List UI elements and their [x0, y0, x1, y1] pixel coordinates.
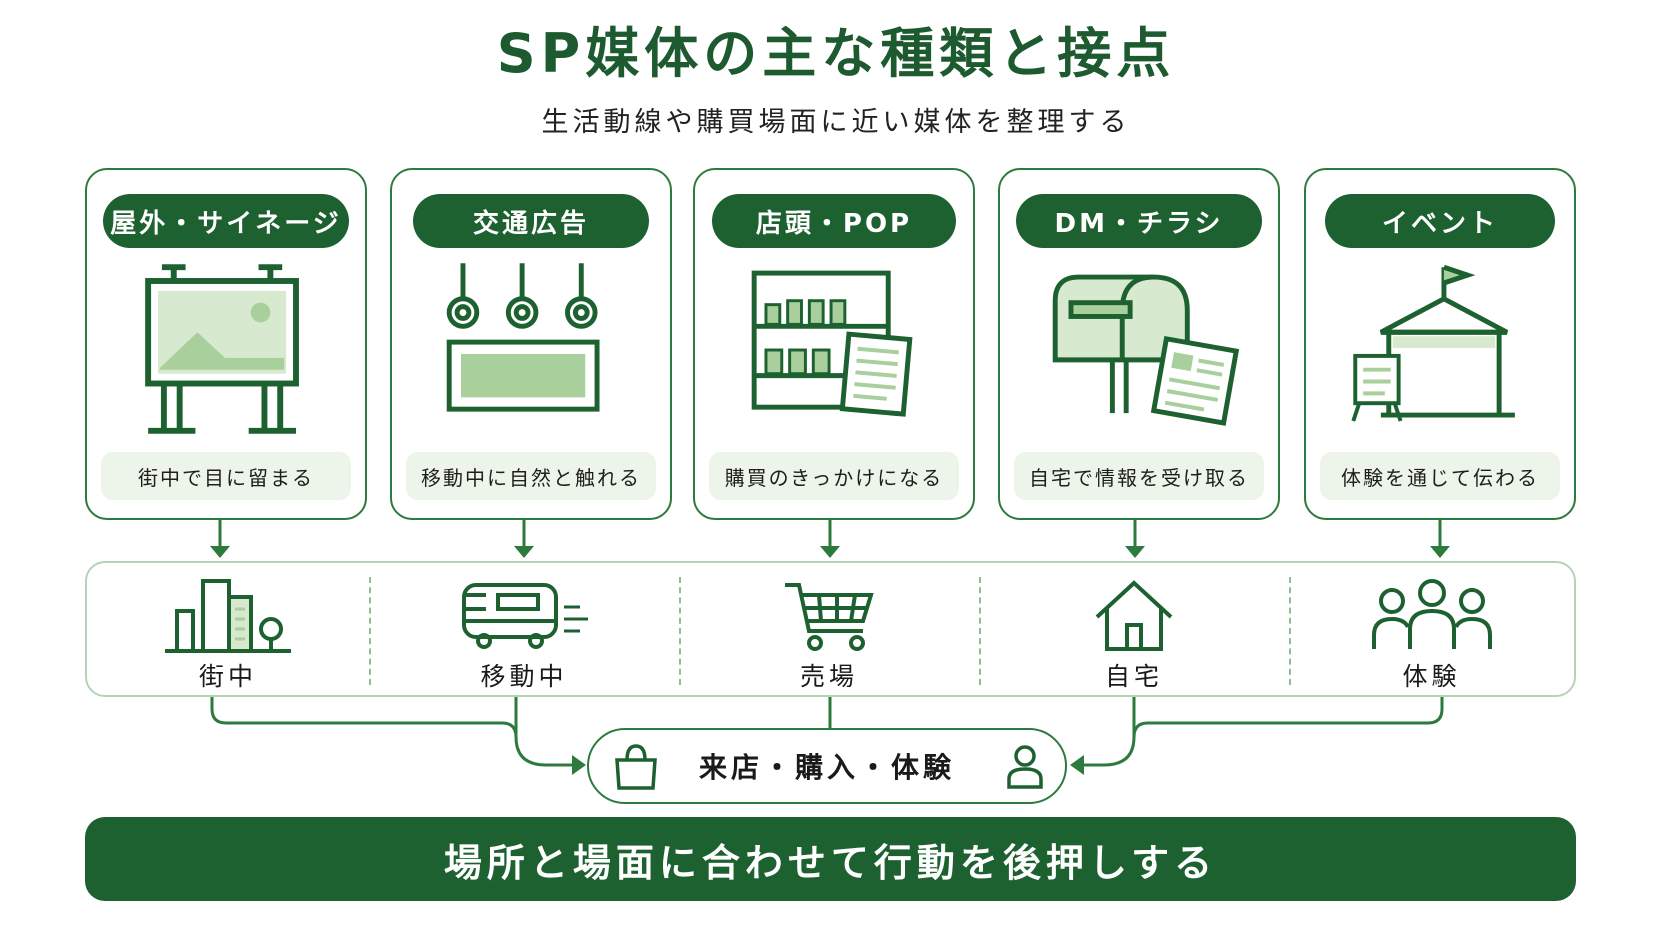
goal-label: 来店・購入・体験: [698, 751, 955, 784]
mailbox-flyer-icon: [1052, 274, 1240, 426]
touchpoint-label-home: 自宅: [1104, 662, 1163, 691]
card-storefront-pop: 店頭・POP 購買のきっかけになる: [693, 168, 975, 520]
person-icon: [1007, 745, 1043, 789]
event-tent-icon: [1351, 264, 1515, 422]
goal-pill: 来店・購入・体験: [587, 728, 1067, 804]
card-dm-flyer: DM・チラシ 自宅で情報を受け取る: [998, 168, 1280, 520]
shopping-bag-icon: [615, 744, 657, 790]
people-group-icon: [1371, 579, 1492, 649]
train-hanging-ad-icon: [446, 263, 600, 412]
card-label-transit-ads: 交通広告: [413, 194, 649, 248]
dashed-divider: [979, 577, 981, 685]
card-desc-storefront-pop: 購買のきっかけになる: [709, 452, 959, 500]
summary-banner: 場所と場面に合わせて行動を後押しする: [85, 817, 1576, 901]
card-desc-transit-ads: 移動中に自然と触れる: [406, 452, 656, 500]
down-arrow-icon: [1430, 520, 1450, 558]
touchpoint-label-city: 街中: [198, 662, 257, 691]
down-arrow-icon: [820, 520, 840, 558]
card-label-storefront-pop: 店頭・POP: [712, 194, 956, 248]
card-label-dm-flyer: DM・チラシ: [1016, 194, 1262, 248]
billboard-icon: [145, 264, 299, 434]
down-arrow-icon: [1125, 520, 1145, 558]
house-icon: [1095, 580, 1173, 651]
shopping-cart-icon: [785, 583, 874, 651]
touchpoint-label-sales-floor: 売場: [799, 662, 858, 691]
touchpoint-label-on-the-move: 移動中: [480, 662, 568, 691]
store-shelf-pop-icon: [751, 270, 913, 417]
card-label-event: イベント: [1325, 194, 1555, 248]
touchpoint-band: 街中 移動中 売場: [85, 561, 1576, 697]
card-event: イベント 体験を通じて伝わる: [1304, 168, 1576, 520]
touchpoint-label-experience: 体験: [1402, 662, 1461, 691]
touchpoint-city: 街中: [87, 563, 369, 695]
touchpoint-on-the-move: 移動中: [369, 563, 679, 695]
down-arrow-icon: [210, 520, 230, 558]
touchpoint-home: 自宅: [979, 563, 1289, 695]
card-outdoor-signage: 屋外・サイネージ 街中で目に留まる: [85, 168, 367, 520]
card-desc-outdoor-signage: 街中で目に留まる: [101, 452, 351, 500]
page-title: SP媒体の主な種類と接点: [496, 22, 1176, 85]
touchpoint-sales-floor: 売場: [679, 563, 979, 695]
card-transit-ads: 交通広告 移動中に自然と触れる: [390, 168, 672, 520]
city-buildings-icon: [165, 579, 291, 653]
page-subtitle: 生活動線や購買場面に近い媒体を整理する: [541, 107, 1131, 138]
card-label-outdoor-signage: 屋外・サイネージ: [103, 194, 349, 248]
dashed-divider: [679, 577, 681, 685]
flow-connector-lines: [210, 697, 1444, 775]
card-desc-dm-flyer: 自宅で情報を受け取る: [1014, 452, 1264, 500]
card-desc-event: 体験を通じて伝わる: [1320, 452, 1560, 500]
down-arrow-icon: [514, 520, 534, 558]
touchpoint-experience: 体験: [1289, 563, 1574, 695]
dashed-divider: [1289, 577, 1291, 685]
train-icon: [462, 583, 588, 649]
dashed-divider: [369, 577, 371, 685]
